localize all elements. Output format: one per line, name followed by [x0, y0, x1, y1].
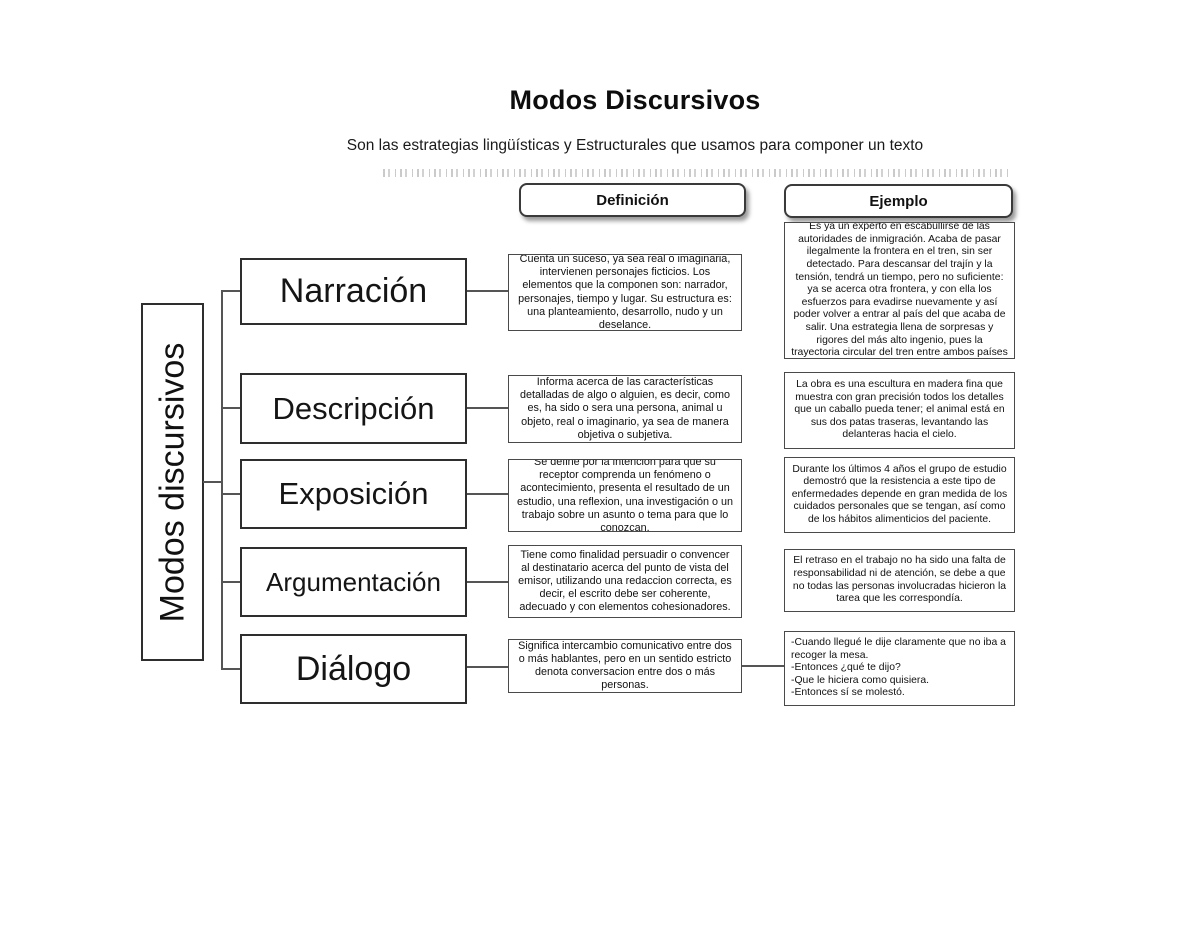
connector-line-stub: [223, 581, 240, 583]
example-box-dialogo: -Cuando llegué le dije claramente que no…: [784, 631, 1015, 706]
mode-label: Diálogo: [295, 649, 412, 688]
example-text: La obra es una escultura en madera fina …: [794, 379, 1005, 441]
column-header-label: Ejemplo: [869, 192, 928, 210]
mode-label: Descripción: [272, 390, 435, 426]
definition-box-narracion: Cuenta un suceso, ya sea real o imaginar…: [508, 254, 742, 331]
connector-line-mode-to-definition: [467, 666, 508, 668]
example-text: Durante los últimos 4 años el grupo de e…: [791, 463, 1008, 525]
connector-line-stub: [223, 668, 240, 670]
connector-line-stub: [223, 290, 240, 292]
mode-box-argumentacion: Argumentación: [240, 547, 467, 617]
spine-box-modos-discursivos: Modos discursivos: [141, 303, 204, 661]
example-box-exposicion: Durante los últimos 4 años el grupo de e…: [784, 457, 1015, 533]
definition-text: Tiene como finalidad persuadir o convenc…: [518, 548, 732, 614]
definition-box-exposicion: Se define por la intención para que su r…: [508, 459, 742, 532]
example-text: Es ya un experto en escabullirse de las …: [791, 222, 1008, 359]
spine-label: Modos discursivos: [153, 342, 191, 622]
definition-text: Significa intercambio comunicativo entre…: [518, 639, 732, 692]
connector-line-mode-to-definition: [467, 581, 508, 583]
example-box-descripcion: La obra es una escultura en madera fina …: [784, 372, 1015, 449]
definition-box-descripcion: Informa acerca de las características de…: [508, 375, 742, 443]
mode-label: Narración: [279, 272, 428, 310]
definition-text: Se define por la intención para que su r…: [516, 459, 734, 532]
definition-box-argumentacion: Tiene como finalidad persuadir o convenc…: [508, 545, 742, 618]
page-subtitle: Son las estrategias lingüísticas y Estru…: [346, 137, 924, 154]
example-box-narracion: El eterno retorno Es ya un experto en es…: [784, 222, 1015, 359]
mode-box-exposicion: Exposición: [240, 459, 467, 529]
mode-box-narracion: Narración: [240, 258, 467, 325]
mode-label: Exposición: [278, 476, 429, 511]
connector-line-mode-to-definition: [467, 290, 508, 292]
mode-box-dialogo: Diálogo: [240, 634, 467, 704]
mode-box-descripcion: Descripción: [240, 373, 467, 444]
connector-line-mode-to-definition: [467, 407, 508, 409]
column-header-ejemplo: Ejemplo: [784, 184, 1013, 218]
connector-line-mode-to-definition: [467, 493, 508, 495]
clipped-text-artifact: [383, 169, 1011, 177]
connector-line-definition-to-example: [742, 665, 784, 667]
definition-text: Informa acerca de las características de…: [519, 376, 731, 441]
connector-line-stub: [223, 407, 240, 409]
column-header-label: Definición: [596, 191, 669, 209]
connector-line-spine: [203, 481, 223, 483]
example-text: -Cuando llegué le dije claramente que no…: [791, 637, 1006, 699]
column-header-definicion: Definición: [519, 183, 746, 217]
page-title: Modos Discursivos: [509, 85, 761, 115]
connector-line-trunk: [221, 290, 223, 670]
definition-text: Cuenta un suceso, ya sea real o imaginar…: [518, 254, 732, 331]
example-box-argumentacion: El retraso en el trabajo no ha sido una …: [784, 549, 1015, 612]
example-text: El retraso en el trabajo no ha sido una …: [792, 555, 1007, 605]
definition-box-dialogo: Significa intercambio comunicativo entre…: [508, 639, 742, 693]
connector-line-stub: [223, 493, 240, 495]
mode-label: Argumentación: [266, 566, 441, 597]
